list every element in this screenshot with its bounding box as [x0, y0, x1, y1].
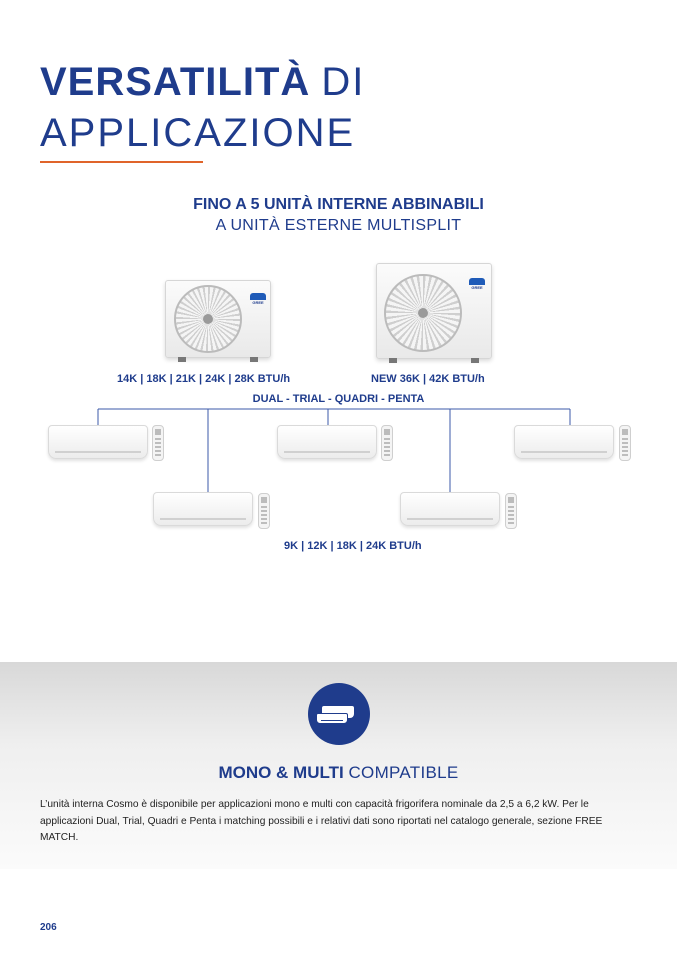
- remote-control-icon: [505, 493, 517, 529]
- gree-logo-text: GREE: [252, 300, 264, 305]
- fan-hub: [203, 314, 213, 324]
- title-thin: DI: [321, 60, 366, 104]
- indoor-capacity-label: 9K | 12K | 18K | 24K BTU/h: [284, 540, 422, 552]
- title-bold: VERSATILITÀ: [40, 60, 311, 104]
- page-number: 206: [40, 922, 57, 933]
- fan-hub: [418, 308, 428, 318]
- title-line2: APPLICAZIONE: [40, 111, 356, 155]
- subtitle-line1: FINO A 5 UNITÀ INTERNE ABBINABILI: [193, 196, 484, 213]
- gree-logo-text: GREE: [471, 285, 483, 290]
- remote-control-icon: [152, 425, 164, 461]
- outdoor-small-capacity-label: 14K | 18K | 21K | 24K | 28K BTU/h: [117, 373, 291, 385]
- subtitle-line2: A UNITÀ ESTERNE MULTISPLIT: [215, 217, 462, 234]
- indoor-unit: [514, 425, 614, 459]
- outdoor-unit-large: GREE: [376, 263, 492, 363]
- indoor-unit: [153, 492, 253, 526]
- fan-grille-icon: [174, 285, 242, 353]
- compatibility-heading: MONO & MULTI COMPATIBLE: [0, 763, 677, 783]
- remote-control-icon: [381, 425, 393, 461]
- compat-normal: COMPATIBLE: [348, 763, 459, 782]
- indoor-unit: [400, 492, 500, 526]
- gree-logo-icon: GREE: [469, 278, 485, 290]
- configurations-label: DUAL - TRIAL - QUADRI - PENTA: [252, 393, 425, 405]
- gree-logo-icon: GREE: [250, 293, 266, 305]
- air-conditioner-units-icon: [308, 683, 370, 745]
- remote-control-icon: [258, 493, 270, 529]
- compat-bold: MONO & MULTI: [218, 763, 344, 782]
- page-title: VERSATILITÀ DI APPLICAZIONE: [40, 58, 640, 156]
- outdoor-unit-small: GREE: [165, 280, 271, 362]
- indoor-unit: [277, 425, 377, 459]
- unit-foot: [471, 358, 479, 363]
- compatibility-description: L’unità interna Cosmo è disponibile per …: [40, 799, 603, 843]
- unit-foot: [389, 358, 397, 363]
- indoor-unit: [48, 425, 148, 459]
- remote-control-icon: [619, 425, 631, 461]
- unit-foot: [250, 357, 258, 362]
- title-underline: [40, 161, 203, 163]
- unit-foot: [178, 357, 186, 362]
- outdoor-large-capacity-label: NEW 36K | 42K BTU/h: [371, 373, 485, 385]
